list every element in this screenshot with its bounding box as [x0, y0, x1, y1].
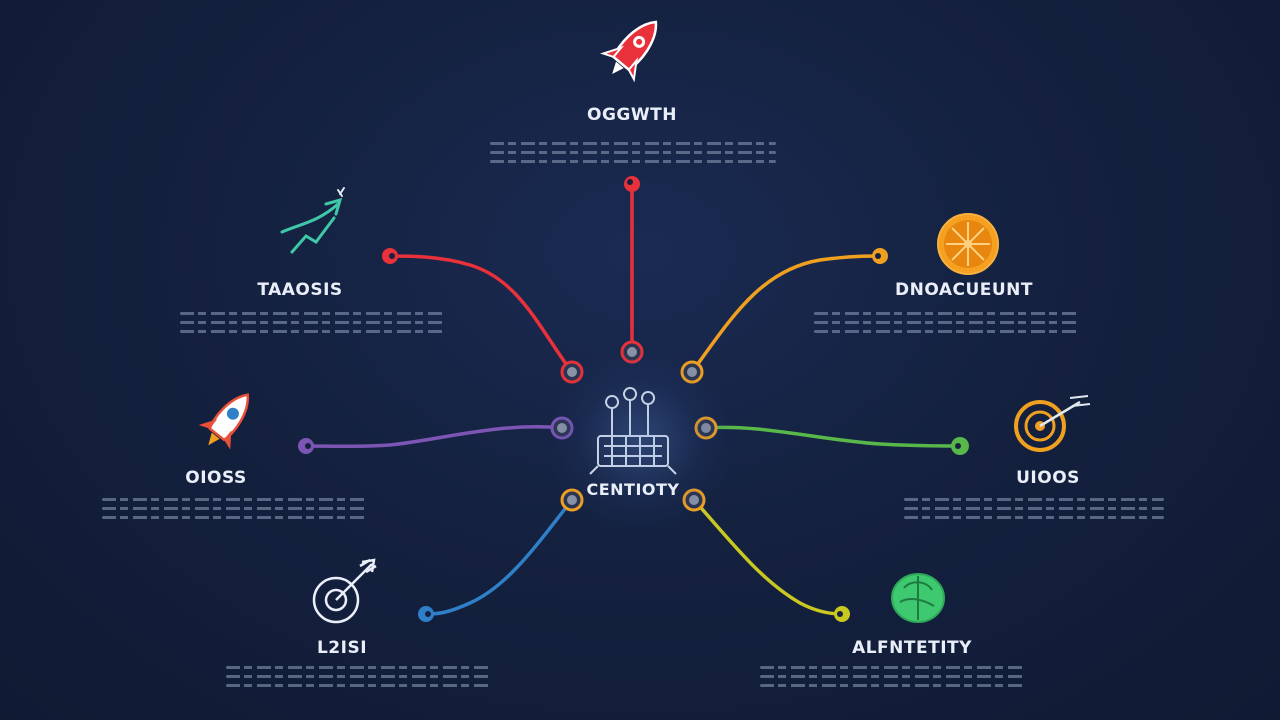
mid-left-rocket-icon [198, 393, 249, 450]
node-label-mid-left: OIOSS [185, 468, 247, 488]
description-block-mid-right [904, 498, 1164, 525]
inner-node-lower-right [682, 488, 706, 512]
growth-arrow-icon [280, 187, 345, 254]
description-block-lower-left [226, 666, 490, 693]
end-cap-mid-left [298, 438, 314, 454]
end-cap-top [624, 176, 640, 192]
inner-node-mid-left [550, 416, 574, 440]
end-cap-lower-left [418, 606, 434, 622]
orange-slice-icon [937, 213, 999, 275]
inner-node-upper-left [560, 360, 584, 384]
description-block-upper-right [814, 312, 1080, 339]
connector-mid-right [705, 425, 961, 448]
connector-upper-left [389, 254, 574, 374]
center-label: CENTIOTY [586, 480, 680, 499]
node-label-upper-right: DNOACUEUNT [894, 280, 1034, 300]
connector-mid-left [304, 425, 563, 448]
connector-lower-right [692, 498, 843, 616]
brain-icon [891, 573, 945, 623]
connector-lower-left [427, 498, 574, 616]
description-block-lower-right [760, 666, 1024, 693]
hub-device-icon [589, 387, 677, 475]
inner-node-top [620, 340, 644, 364]
end-cap-upper-right [872, 248, 888, 264]
node-label-upper-left: TAAOSIS [257, 280, 343, 300]
node-label-lower-right: ALFNTETITY [852, 638, 972, 658]
rocket-icon [600, 20, 658, 83]
inner-node-lower-left [560, 488, 584, 512]
end-cap-mid-right [951, 437, 969, 455]
connector-upper-right [690, 254, 881, 374]
description-block-top [490, 142, 776, 169]
node-label-top: OGGWTH [587, 105, 677, 125]
inner-node-mid-right [694, 416, 718, 440]
description-block-mid-left [102, 498, 368, 525]
end-cap-upper-left [382, 248, 398, 264]
node-label-lower-left: L2ISI [316, 638, 368, 658]
inner-node-upper-right [680, 360, 704, 384]
description-block-upper-left [180, 312, 446, 339]
end-cap-lower-right [834, 606, 850, 622]
node-label-mid-right: UIOOS [1016, 468, 1080, 488]
target-arrow-icon [312, 558, 377, 624]
target-icon [1014, 395, 1091, 452]
